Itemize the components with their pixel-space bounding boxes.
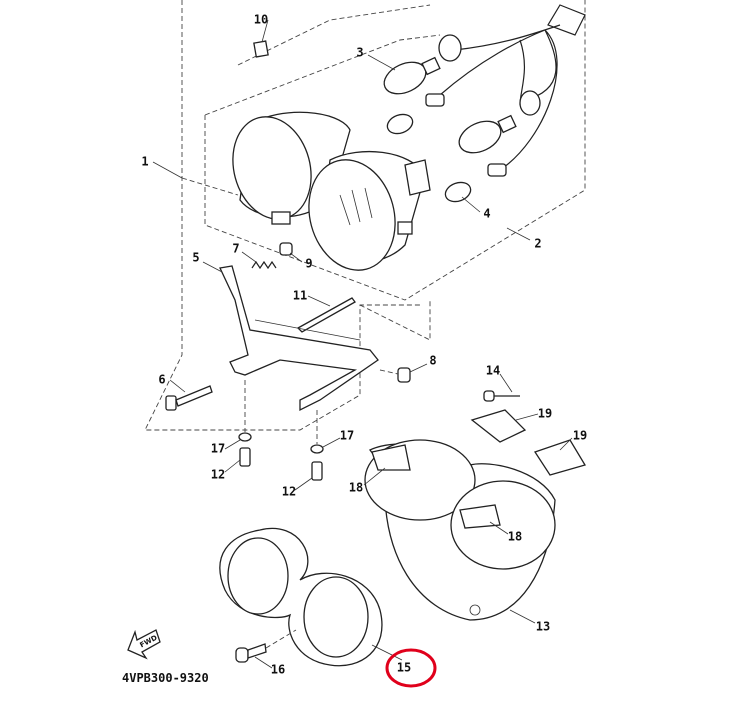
callout-12: 12	[282, 485, 296, 499]
bolt-part-8	[379, 367, 411, 383]
bulb-secondary	[458, 114, 517, 154]
washer-part-17-right	[310, 444, 324, 454]
callout-18: 18	[349, 481, 363, 495]
fwd-arrow-icon: FWD	[127, 629, 161, 660]
callout-13: 13	[536, 620, 550, 634]
highlight-circle-part-15	[385, 648, 437, 688]
screw-part-16	[235, 629, 297, 663]
assembly-outline-1	[144, 0, 420, 431]
callout-3: 3	[356, 46, 363, 60]
bulb-part-4	[444, 181, 472, 203]
bolt-part-12-right	[311, 461, 323, 481]
bolt-part-12-left	[239, 447, 251, 467]
diagram-code: 4VPB300-9320	[122, 671, 209, 685]
callout-17: 17	[340, 429, 354, 443]
callout-16: 16	[271, 663, 285, 677]
callout-8: 8	[429, 354, 436, 368]
callout-14: 14	[486, 364, 500, 378]
callout-11: 11	[293, 289, 307, 303]
plate-part-19-a	[470, 409, 527, 443]
callouts: 10 3 1 4 2 7 5 9 11 8 6 14 19 19 17 17 1…	[141, 13, 587, 677]
bolt-part-6	[165, 385, 213, 411]
callout-19: 19	[573, 429, 587, 443]
wiring-harness	[425, 4, 586, 177]
callout-2: 2	[534, 237, 541, 251]
spring-part-7	[251, 260, 277, 270]
headlight-unit-front	[308, 150, 431, 271]
callout-4: 4	[483, 207, 490, 221]
assembly-outline-2	[204, 0, 586, 341]
bracket-part-5	[219, 265, 379, 412]
callout-19: 19	[538, 407, 552, 421]
callout-9: 9	[305, 257, 312, 271]
nut-part-9	[279, 242, 293, 256]
clip-part-10	[253, 40, 269, 58]
callout-5: 5	[192, 251, 199, 265]
callout-10: 10	[254, 13, 268, 27]
leader-lines	[152, 19, 573, 669]
callout-12: 12	[211, 468, 225, 482]
cable-tie-part-11	[296, 297, 356, 333]
callout-17: 17	[211, 442, 225, 456]
callout-6: 6	[158, 373, 165, 387]
housing-part-13	[364, 439, 556, 621]
plate-part-19-b	[533, 439, 586, 476]
callout-7: 7	[232, 242, 239, 256]
callout-15: 15	[397, 661, 411, 675]
small-bulb	[386, 113, 414, 135]
screw-part-14	[483, 390, 520, 402]
rim-part-15	[219, 527, 383, 667]
callout-1: 1	[141, 155, 148, 169]
callout-18: 18	[508, 530, 522, 544]
washer-part-17-left	[238, 432, 252, 442]
